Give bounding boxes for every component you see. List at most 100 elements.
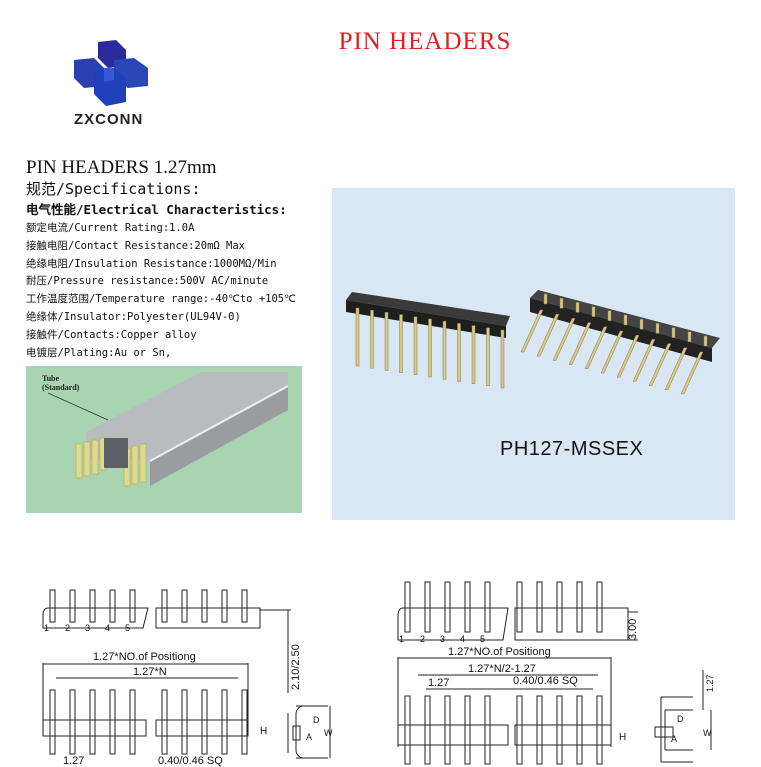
pin (516, 581, 523, 633)
pin (370, 309, 374, 369)
w-dimension: W (324, 728, 333, 738)
specifications-heading: 规范/Specifications: (26, 180, 201, 198)
row-pitch-dimension: 1.27 (705, 674, 715, 692)
pin (181, 589, 188, 623)
spec-insulator: 绝缘体/Insulator:Polyester(UL94V-0) (26, 310, 241, 323)
pin (69, 689, 76, 755)
pin (161, 589, 168, 623)
pin (591, 306, 596, 317)
pin (536, 581, 543, 633)
overall-length-dimension: 1.27*NO.of Positiong (448, 646, 551, 658)
a-dimension: A (306, 732, 312, 742)
pin (444, 581, 451, 633)
h-dimension: H (619, 732, 626, 743)
pin (520, 309, 544, 353)
tube-packaging-image: Tube (Standard) (26, 366, 302, 513)
tube-label-line-2: (Standard) (42, 383, 80, 392)
pin (201, 589, 208, 623)
spec-temperature-range: 工作温度范围/Temperature range:-40℃to +105℃ (26, 293, 296, 306)
spec-contact-resistance: 接触电阻/Contact Resistance:20mΩ Max (26, 239, 246, 252)
pin (596, 581, 603, 633)
pin (89, 589, 96, 623)
pin (464, 581, 471, 633)
pin (241, 589, 248, 623)
pin (516, 695, 523, 765)
pin (221, 689, 228, 755)
model-number: PH127-MSSEX (500, 438, 644, 460)
w-dimension: W (703, 728, 712, 738)
pin-number-3: 3 (85, 623, 90, 633)
pin (703, 335, 708, 347)
pin-span-dimension: 1.27*N/2-1.27 (468, 663, 536, 675)
pin (399, 314, 403, 373)
pin (687, 331, 692, 343)
spec-insulation-resistance: 绝缘电阻/Insulation Resistance:1000MΩ/Min (26, 257, 277, 270)
electrical-heading: 电气性能/Electrical Characteristics: (26, 202, 287, 217)
a-dimension: A (671, 734, 677, 744)
pin (424, 695, 431, 765)
pin-number-2: 2 (420, 634, 425, 644)
pin (457, 323, 461, 382)
pin (576, 581, 583, 633)
pin (201, 689, 208, 755)
pin-number-4: 4 (105, 623, 110, 633)
pin (109, 689, 116, 755)
d-dimension: D (677, 714, 684, 724)
pin (471, 325, 476, 384)
pin (648, 343, 672, 386)
pin (129, 689, 136, 755)
brand-name: ZXCONN (74, 111, 144, 128)
pin (49, 589, 56, 623)
pin (69, 589, 76, 623)
pin (413, 316, 418, 376)
spec-title: PIN HEADERS 1.27mm (26, 157, 217, 178)
pin (89, 689, 96, 755)
specifications-block: PIN HEADERS 1.27mm 规范/Specifications: 电气… (26, 157, 296, 362)
pin (129, 589, 136, 623)
pin (355, 307, 360, 367)
pin-span-dimension: 1.27*N (133, 666, 167, 678)
pin (428, 318, 432, 378)
pin (584, 326, 608, 370)
dimension-drawing-single-row: 1 2 3 4 5 2.10/2.50 1.27*NO.of Positiong… (42, 589, 333, 767)
pin (632, 339, 656, 382)
pin-number-5: 5 (480, 634, 485, 644)
tube-label: Tube (Standard) (42, 374, 79, 392)
pin (404, 581, 411, 633)
overall-length-dimension: 1.27*NO.of Positiong (93, 651, 196, 663)
h-dimension: H (260, 726, 267, 737)
pin (680, 351, 704, 395)
pin (536, 313, 560, 357)
pin (500, 329, 505, 389)
pin (486, 327, 490, 387)
pin (484, 695, 491, 765)
zxconn-logo-icon (74, 40, 148, 106)
pin (600, 330, 624, 374)
pin (596, 695, 603, 765)
pin-number-2: 2 (65, 623, 70, 633)
pin (664, 347, 688, 391)
pin-number-1: 1 (44, 623, 49, 633)
pin (671, 327, 676, 338)
pin-number-5: 5 (125, 623, 130, 633)
pin (241, 689, 248, 755)
right-angle-pin-header-illustration (520, 290, 720, 395)
pin (655, 323, 660, 334)
pin (49, 689, 56, 755)
height-dimension: 2.10/2.50 (290, 644, 302, 690)
pin (556, 581, 563, 633)
tube-label-line-1: Tube (42, 374, 60, 383)
spec-plating: 电镀层/Plating:Au or Sn, (26, 346, 172, 359)
pin-number-3: 3 (440, 634, 445, 644)
pin (576, 695, 583, 765)
pin (639, 318, 644, 330)
pin-size-dimension: 0.40/0.46 SQ (513, 675, 578, 687)
pin (623, 314, 628, 326)
pin (607, 310, 612, 322)
pin (552, 318, 576, 361)
spec-current-rating: 额定电流/Current Rating:1.0A (26, 222, 195, 234)
pin (384, 312, 389, 371)
pin-size-dimension: 0.40/0.46 SQ (158, 755, 223, 767)
spec-contacts: 接触件/Contacts:Copper alloy (26, 328, 197, 341)
page-title: PIN HEADERS (338, 28, 512, 55)
